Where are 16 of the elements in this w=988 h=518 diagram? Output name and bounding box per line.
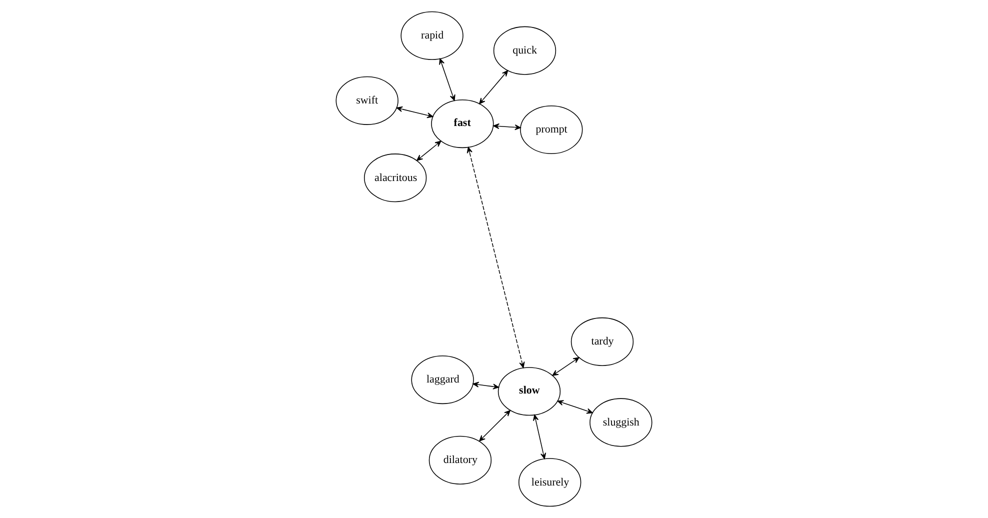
arrow: [396, 106, 434, 118]
arrow: [479, 70, 508, 104]
node-ellipse: rapid: [400, 11, 464, 60]
node-ellipse: laggard: [411, 356, 474, 404]
arrow: [472, 382, 500, 390]
arrow: [493, 123, 521, 130]
arrow: [479, 410, 510, 442]
node-ellipse: swift: [336, 76, 398, 125]
arrow: [557, 400, 593, 414]
arrow: [439, 58, 456, 101]
arrow: [532, 414, 546, 460]
node-ellipse: leisurely: [518, 458, 582, 507]
node-ellipse: prompt: [520, 105, 583, 154]
node-ellipse: quick: [493, 26, 556, 75]
arrow: [466, 146, 525, 368]
node-ellipse: sluggish: [590, 398, 652, 447]
